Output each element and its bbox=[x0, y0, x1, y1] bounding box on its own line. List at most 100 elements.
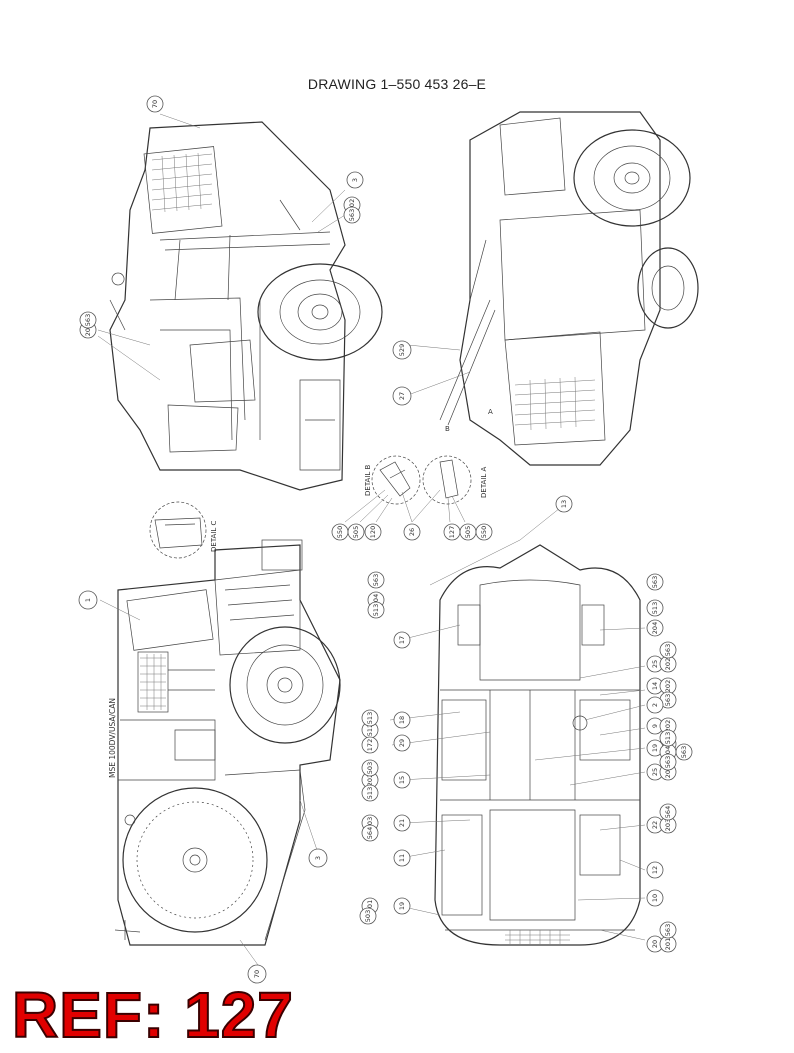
callout-bottom-right-right-8: 563 bbox=[659, 691, 677, 709]
svg-text:201: 201 bbox=[664, 938, 672, 950]
svg-text:563: 563 bbox=[664, 924, 672, 936]
svg-text:22: 22 bbox=[651, 821, 659, 829]
callout-bottom-right-left-7: 513 bbox=[361, 709, 379, 727]
svg-text:563: 563 bbox=[664, 644, 672, 656]
callout-bottom-right-right-15: 513 bbox=[659, 729, 677, 747]
svg-text:563: 563 bbox=[664, 694, 672, 706]
svg-text:563: 563 bbox=[348, 209, 356, 221]
wheel-top-right-1 bbox=[573, 129, 691, 227]
callout-bottom-right-right-4: 202 bbox=[659, 655, 677, 673]
svg-text:3: 3 bbox=[314, 856, 322, 860]
svg-text:513: 513 bbox=[664, 732, 672, 744]
callout-bottom-right-left-11: 503 bbox=[361, 759, 379, 777]
svg-text:563: 563 bbox=[651, 576, 659, 588]
callout-bottom-right-right-23: 12 bbox=[646, 861, 664, 879]
radiator-grille bbox=[505, 930, 570, 944]
svg-text:25: 25 bbox=[651, 660, 659, 668]
callout-bottom-right-left-5: 29 bbox=[393, 734, 411, 752]
callout-bottom-left-1: 3 bbox=[308, 848, 328, 868]
wheel-top-left bbox=[257, 263, 383, 361]
callout-top-right-1: 27 bbox=[392, 386, 412, 406]
svg-text:563: 563 bbox=[664, 756, 672, 768]
svg-text:10: 10 bbox=[651, 894, 659, 902]
svg-text:563: 563 bbox=[372, 574, 380, 586]
callout-bottom-right-right-13: 19 bbox=[646, 739, 664, 757]
detail-c: DETAIL C bbox=[149, 501, 218, 559]
view-bottom-right bbox=[389, 544, 646, 946]
callout-bottom-right-right-24: 10 bbox=[646, 889, 664, 907]
svg-text:1: 1 bbox=[84, 598, 92, 602]
svg-text:204: 204 bbox=[651, 622, 659, 634]
svg-text:20: 20 bbox=[651, 940, 659, 948]
svg-text:550: 550 bbox=[480, 526, 488, 538]
callout-bottom-right-right-9: 2 bbox=[646, 696, 664, 714]
detail-a: DETAIL A bbox=[422, 455, 561, 586]
callout-bottom-right-left-16: 11 bbox=[393, 849, 411, 867]
callout-bottom-right-left-12: 513 bbox=[361, 784, 379, 802]
svg-text:172: 172 bbox=[366, 739, 374, 751]
callout-bottom-right-right-16: 563 bbox=[675, 743, 693, 761]
callout-bottom-right-left-2: 513 bbox=[367, 601, 385, 619]
svg-text:204: 204 bbox=[372, 594, 380, 606]
svg-text:27: 27 bbox=[398, 392, 406, 400]
callout-bottom-right-left-9: 15 bbox=[393, 771, 411, 789]
svg-text:70: 70 bbox=[253, 970, 261, 978]
svg-text:201: 201 bbox=[84, 324, 92, 336]
view-bottom-left: MSE 100DV/USA/CAN bbox=[99, 539, 341, 966]
svg-text:202: 202 bbox=[664, 720, 672, 732]
callout-bottom-right-right-2: 563 bbox=[646, 573, 664, 591]
detail-c-label: DETAIL C bbox=[210, 520, 218, 552]
callout-top-left-0: 70 bbox=[146, 95, 164, 113]
callout-bottom-right-right-27: 563 bbox=[659, 921, 677, 939]
callout-bottom-right-left-4: 18 bbox=[393, 711, 411, 729]
detail-a-label: DETAIL A bbox=[480, 466, 488, 498]
svg-text:202: 202 bbox=[664, 680, 672, 692]
callout-bottom-right-right-26: 201 bbox=[659, 935, 677, 953]
view-top-left bbox=[97, 113, 383, 491]
callout-detail-5: 505 bbox=[459, 523, 477, 541]
svg-text:513: 513 bbox=[366, 712, 374, 724]
svg-text:70: 70 bbox=[151, 100, 159, 108]
drum-bottom-left bbox=[122, 787, 268, 933]
svg-text:513: 513 bbox=[366, 787, 374, 799]
svg-text:202: 202 bbox=[366, 774, 374, 786]
wheel-top-right-2 bbox=[637, 247, 699, 329]
callout-bottom-right-left-3: 563 bbox=[367, 571, 385, 589]
callout-bottom-right-right-1: 513 bbox=[646, 599, 664, 617]
callout-bottom-right-left-15: 564 bbox=[361, 824, 379, 842]
callout-detail-0: 550 bbox=[331, 523, 349, 541]
marker-a: A bbox=[488, 408, 493, 416]
svg-text:564: 564 bbox=[664, 806, 672, 818]
drawing-title: DRAWING 1–550 453 26–E bbox=[307, 76, 487, 92]
svg-text:12: 12 bbox=[651, 866, 659, 874]
ref-label: REF: 127 bbox=[11, 978, 294, 1052]
callout-bottom-right-right-22: 564 bbox=[659, 803, 677, 821]
callout-top-left-1: 3 bbox=[346, 171, 364, 189]
svg-text:513: 513 bbox=[372, 604, 380, 616]
svg-text:26: 26 bbox=[408, 528, 416, 536]
svg-text:512: 512 bbox=[366, 724, 374, 736]
svg-text:17: 17 bbox=[398, 636, 406, 644]
svg-text:14: 14 bbox=[651, 682, 659, 690]
svg-text:25: 25 bbox=[651, 768, 659, 776]
callout-bottom-right-right-5: 563 bbox=[659, 641, 677, 659]
callout-bottom-left-2: 70 bbox=[247, 964, 267, 984]
callout-bottom-right-right-7: 202 bbox=[659, 677, 677, 695]
detail-b: DETAIL B bbox=[344, 455, 441, 523]
svg-text:11: 11 bbox=[398, 854, 406, 862]
svg-text:202: 202 bbox=[664, 766, 672, 778]
callout-detail-3: 26 bbox=[403, 523, 421, 541]
grille-top-right bbox=[514, 376, 596, 431]
callout-detail-7: 13 bbox=[555, 495, 573, 513]
svg-text:202: 202 bbox=[664, 658, 672, 670]
svg-text:19: 19 bbox=[651, 744, 659, 752]
svg-text:564: 564 bbox=[366, 827, 374, 839]
svg-text:120: 120 bbox=[369, 526, 377, 538]
svg-text:503: 503 bbox=[366, 762, 374, 774]
callout-bottom-left-0: 1 bbox=[78, 590, 98, 610]
marker-b: B bbox=[445, 425, 450, 433]
svg-text:505: 505 bbox=[352, 526, 360, 538]
wheel-bottom-left bbox=[229, 626, 341, 744]
model-label: MSE 100DV/USA/CAN bbox=[108, 698, 117, 778]
